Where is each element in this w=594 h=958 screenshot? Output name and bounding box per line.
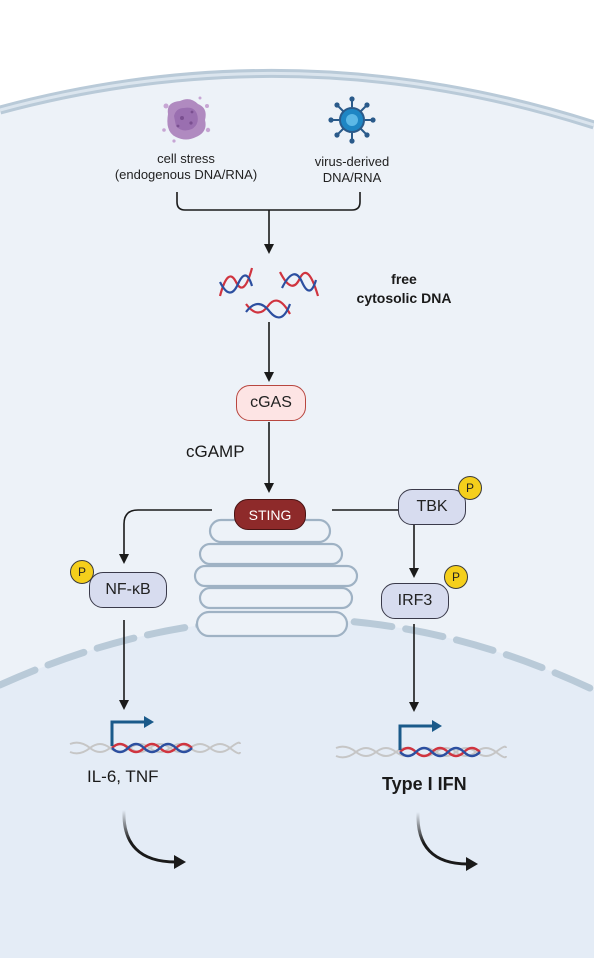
- cell-stress-line2: (endogenous DNA/RNA): [114, 167, 258, 182]
- cell-stress-label: cell stress (endogenous DNA/RNA): [96, 151, 276, 183]
- virus-line2: DNA/RNA: [322, 170, 382, 185]
- cgas-node: cGAS: [236, 385, 306, 421]
- dna-fragment-3: [245, 299, 292, 319]
- cgamp-label: cGAMP: [186, 442, 245, 461]
- cell-stress-line1: cell stress: [157, 151, 215, 166]
- dna-fragment-1: [218, 267, 254, 297]
- free-dna-line2: cytosolic DNA: [356, 290, 452, 306]
- phosphate-tbk: P: [458, 476, 482, 500]
- gene-locus-left: [69, 741, 241, 755]
- virus-icon: [328, 96, 376, 144]
- dna-fragment-2: [279, 271, 320, 297]
- cell-stress-icon: [162, 96, 211, 143]
- promoter-arrow-right: [398, 724, 434, 750]
- phosphate-irf3: P: [444, 565, 468, 589]
- output-label-right: Type I IFN: [382, 774, 467, 794]
- virus-label: virus-derived DNA/RNA: [290, 154, 414, 186]
- free-dna-label: free cytosolic DNA: [334, 270, 474, 308]
- arrow-to-nfkb: [119, 509, 212, 564]
- promoter-arrow-left: [110, 720, 146, 746]
- nuclear-envelope: [0, 615, 594, 694]
- output-arrow-right: [416, 811, 469, 866]
- gene-locus-right: [335, 745, 507, 759]
- free-dna-line1: free: [391, 271, 417, 287]
- irf3-node: IRF3: [381, 583, 449, 619]
- nucleus: [0, 618, 594, 958]
- output-label-left: IL-6, TNF: [87, 767, 159, 786]
- phosphate-nfkb: P: [70, 560, 94, 584]
- virus-line1: virus-derived: [314, 154, 390, 169]
- tbk-node: TBK: [398, 489, 466, 525]
- nfkb-node: NF-κB: [89, 572, 167, 608]
- output-arrow-left: [122, 809, 177, 864]
- sting-node: STING: [234, 499, 306, 530]
